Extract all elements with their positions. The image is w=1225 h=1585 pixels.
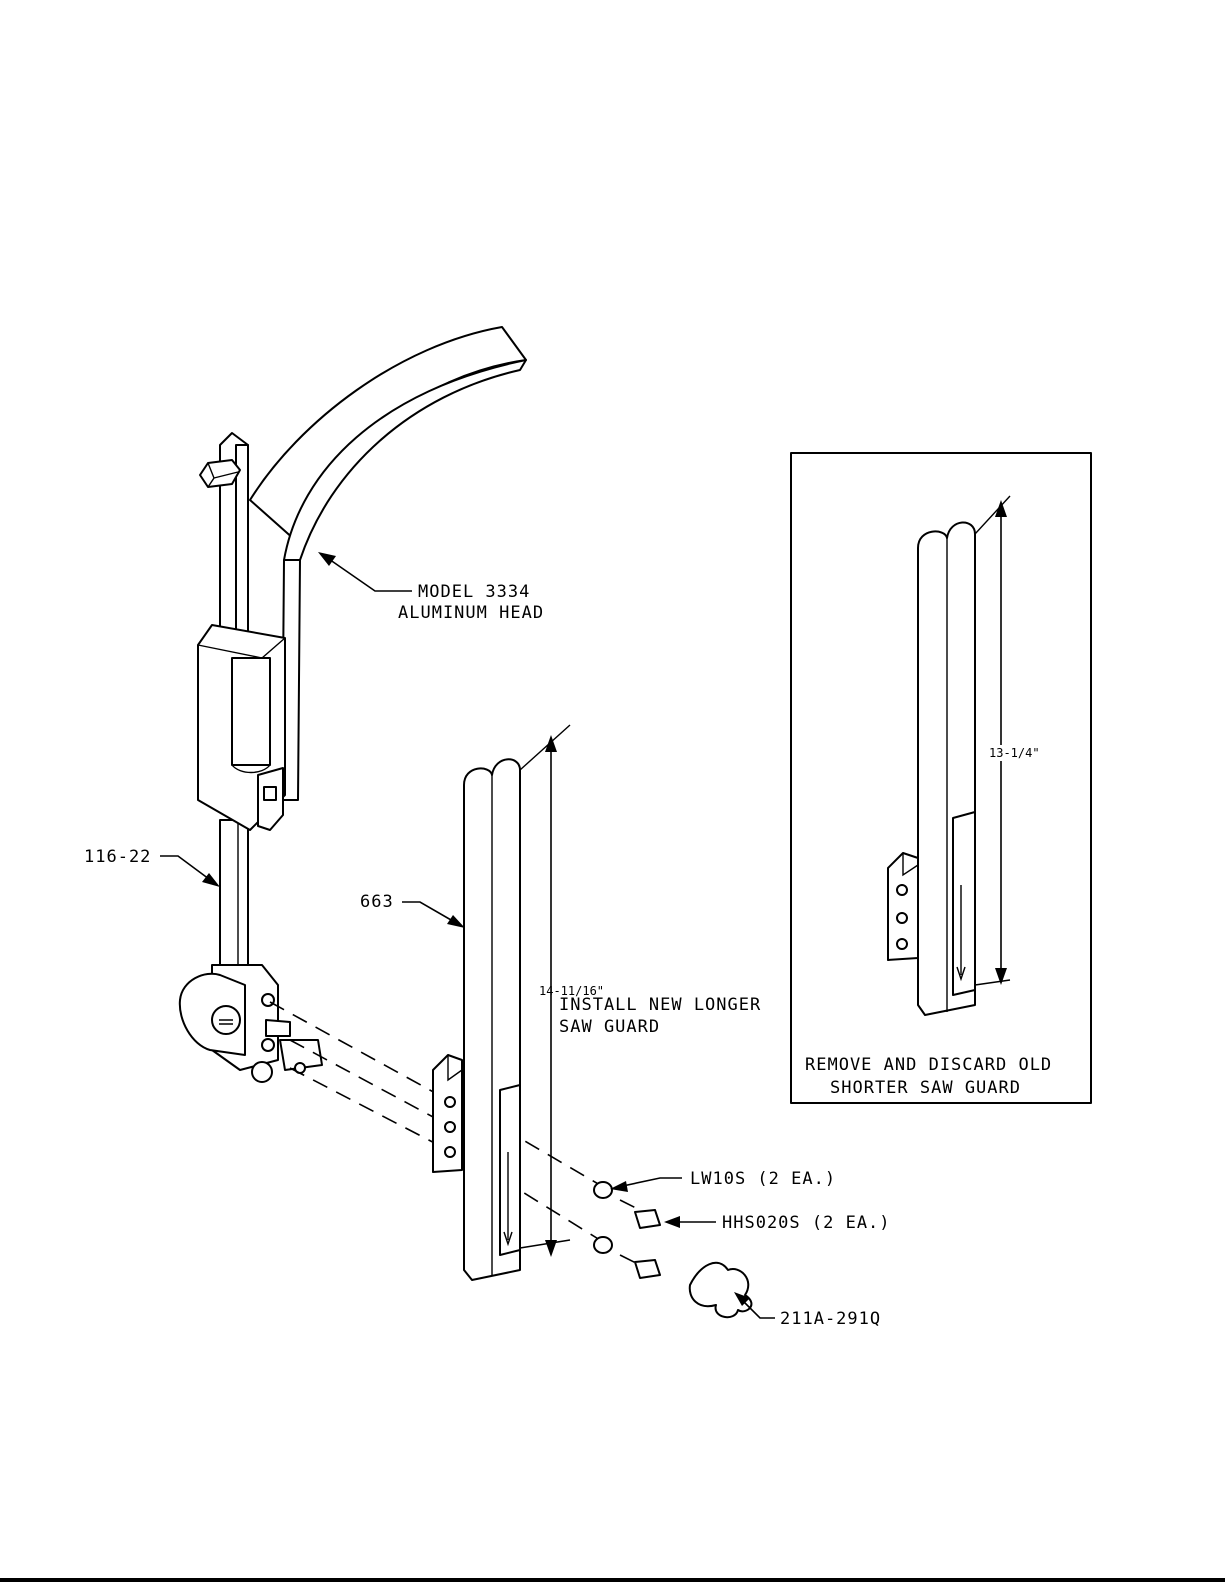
clamp-block	[198, 625, 285, 830]
old-dimension-label: 13-1/4"	[989, 746, 1040, 760]
old-guard-inset	[791, 453, 1091, 1103]
install-note-line2: SAW GUARD	[559, 1017, 660, 1037]
screw-label: HHS020S (2 EA.)	[722, 1213, 891, 1233]
hardware	[594, 1182, 751, 1317]
head-label-line1: MODEL 3334	[418, 582, 530, 602]
page-bottom-rule	[0, 1578, 1225, 1582]
guide-bracket	[180, 965, 322, 1082]
aluminum-head	[250, 327, 526, 800]
remove-note-line2: SHORTER SAW GUARD	[830, 1078, 1021, 1098]
washer-label: LW10S (2 EA.)	[690, 1169, 836, 1189]
remove-note-line1: REMOVE AND DISCARD OLD	[805, 1055, 1052, 1075]
head-label-line2: ALUMINUM HEAD	[398, 603, 544, 623]
bar-label: 116-22	[84, 847, 151, 867]
install-note-line1: INSTALL NEW LONGER	[559, 995, 761, 1015]
knob-label: 211A-291Q	[780, 1309, 881, 1329]
guard-part-label: 663	[360, 892, 394, 912]
new-saw-guard	[433, 725, 570, 1280]
